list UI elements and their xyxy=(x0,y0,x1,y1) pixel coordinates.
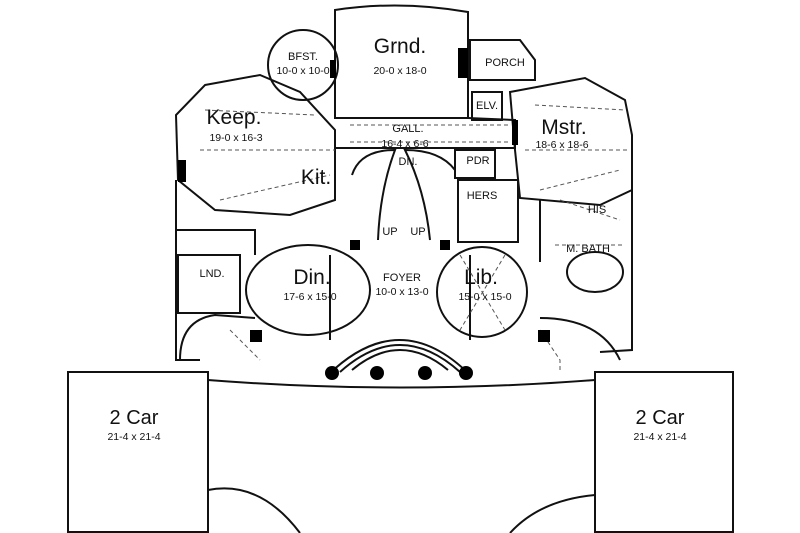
breakfast-size: 10-0 x 10-0 xyxy=(276,65,330,77)
stair-up-label-left: UP xyxy=(382,226,398,238)
breakfast-label: BFST. xyxy=(288,51,318,63)
east-wing-wall xyxy=(539,190,633,353)
elevator-wall xyxy=(471,91,503,121)
keeping-room-wall xyxy=(174,73,336,217)
foyer-size: 10-0 x 13-0 xyxy=(375,286,429,298)
terrace-left xyxy=(179,313,256,361)
stair-down-label: DN. xyxy=(398,156,418,168)
stair-up-label-right: UP xyxy=(410,226,426,238)
master-size: 18-6 x 18-6 xyxy=(535,139,589,151)
driveway xyxy=(207,379,596,533)
master-bath-label: M. BATH xyxy=(566,243,610,255)
garage-right-wall xyxy=(594,371,734,533)
library-label: Lib. xyxy=(464,266,498,289)
keeping-room-label: Keep. xyxy=(206,106,262,129)
powder-wall xyxy=(454,149,496,179)
hers-closet-label: HERS xyxy=(466,190,498,202)
breakfast-bay-wall xyxy=(267,29,339,101)
foyer-stair-left xyxy=(351,148,397,241)
garage-right-size: 21-4 x 21-4 xyxy=(633,431,687,443)
terrace-right xyxy=(539,317,621,361)
porch-wall xyxy=(469,39,536,81)
garage-left-label: 2 Car xyxy=(109,407,159,429)
porch-label: PORCH xyxy=(485,57,525,69)
library-wall xyxy=(436,246,528,338)
grand-room-label: Grnd. xyxy=(373,35,427,58)
garage-right-label: 2 Car xyxy=(635,407,685,429)
grand-room-size: 20-0 x 18-0 xyxy=(373,65,427,77)
column-1 xyxy=(325,366,339,380)
his-closet-label: HIS xyxy=(587,204,607,216)
hers-closet-wall xyxy=(457,179,519,243)
garage-left-wall xyxy=(67,371,209,533)
bathtub xyxy=(566,251,624,293)
foyer-wall xyxy=(329,255,471,340)
dining-room-wall xyxy=(245,244,371,336)
column-2 xyxy=(370,366,384,380)
gallery-label: GALL. xyxy=(392,123,424,135)
dining-label: Din. xyxy=(293,266,331,289)
foyer-label: FOYER xyxy=(383,272,421,284)
keeping-room-size: 19-0 x 16-3 xyxy=(209,132,263,144)
column-4 xyxy=(459,366,473,380)
laundry-wall xyxy=(177,254,241,314)
powder-label: PDR xyxy=(466,155,490,167)
gallery-size: 16-4 x 6-6 xyxy=(381,138,429,150)
laundry-label: LND. xyxy=(199,268,225,280)
entry-steps xyxy=(327,339,471,376)
garage-left-size: 21-4 x 21-4 xyxy=(107,431,161,443)
dining-size: 17-6 x 15-0 xyxy=(283,291,337,303)
west-wing-wall xyxy=(175,180,256,361)
elevator-label: ELV. xyxy=(475,100,499,112)
grand-room-wall xyxy=(334,4,469,119)
master-label: Mstr. xyxy=(541,116,587,139)
column-3 xyxy=(418,366,432,380)
foyer-stair-right xyxy=(403,148,456,241)
kitchen-label: Kit. xyxy=(300,166,332,189)
library-size: 15-0 x 15-0 xyxy=(458,291,512,303)
